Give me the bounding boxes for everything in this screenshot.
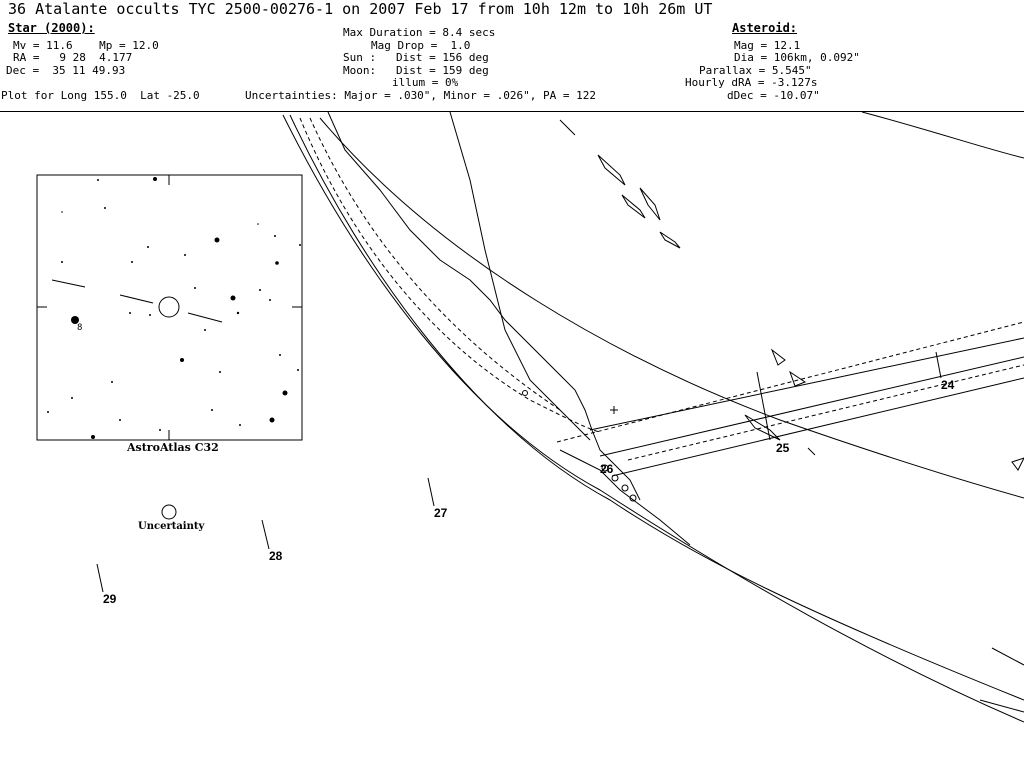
island — [744, 414, 781, 441]
island — [639, 187, 661, 221]
time-label-25: 25 — [776, 441, 790, 455]
asteroid-diameter: Dia = 106km, 0.092" — [734, 51, 860, 64]
island — [597, 154, 626, 186]
dashed-curve-2 — [309, 117, 561, 411]
uncertainties: Uncertainties: Major = .030", Minor = .0… — [245, 89, 596, 102]
island — [1011, 457, 1024, 471]
island — [770, 348, 786, 366]
dashed-curve-1 — [299, 117, 601, 433]
island — [979, 699, 1024, 713]
terminator-curve — [319, 117, 1024, 499]
star-ra: RA = 9 28 4.177 — [13, 51, 133, 64]
asteroid-mag: Mag = 12.1 — [734, 39, 801, 52]
max-duration: Max Duration = 8.4 secs — [343, 26, 496, 39]
uncertainty-label: Uncertainty — [138, 521, 205, 532]
header-divider — [0, 111, 1024, 112]
finder-stars — [47, 177, 301, 439]
north-sigma-line — [556, 321, 1024, 443]
earth-limb-inner — [289, 114, 1024, 701]
asteroid-hourly-dra: Hourly dRA = -3.127s — [685, 76, 818, 89]
asteroid-header: Asteroid: — [732, 21, 798, 35]
star-header: Star (2000): — [8, 21, 95, 35]
uncertainty-ellipse — [161, 504, 177, 520]
coastline — [327, 111, 641, 501]
time-label-29: 29 — [103, 592, 117, 606]
mag-drop: Mag Drop = 1.0 — [371, 39, 471, 52]
plot-location: Plot for Long 155.0 Lat -25.0 — [1, 89, 200, 102]
asteroid-parallax: Parallax = 5.545" — [699, 64, 812, 77]
upper-right-curve — [861, 111, 1024, 159]
star-dec: Dec = 35 11 49.93 — [6, 64, 126, 77]
island — [807, 447, 816, 456]
coastline-2 — [449, 111, 591, 441]
earth-limb-curve — [282, 114, 1024, 723]
island — [559, 119, 576, 136]
time-label-28: 28 — [269, 549, 283, 563]
central-line — [599, 356, 1024, 457]
northern-limit — [589, 337, 1024, 431]
tick-28 — [261, 519, 270, 550]
south-sigma-line — [627, 364, 1024, 461]
time-label-24: 24 — [941, 378, 955, 392]
tick-27 — [427, 477, 435, 507]
tick-25 — [756, 371, 771, 441]
island — [659, 231, 681, 249]
island — [621, 194, 646, 219]
island — [789, 370, 807, 387]
star-magnitudes: Mv = 11.6 Mp = 12.0 — [13, 39, 159, 52]
page-title: 36 Atalante occults TYC 2500-00276-1 on … — [8, 0, 713, 18]
sun-distance: Sun : Dist = 156 deg — [343, 51, 489, 64]
tick-24 — [935, 351, 942, 379]
tick-29 — [96, 563, 104, 593]
time-label-26: 26 — [600, 462, 614, 476]
moon-illumination: illum = 0% — [392, 76, 459, 89]
finder-star-label: 8 — [77, 323, 82, 333]
time-label-27: 27 — [434, 506, 448, 520]
finder-caption: AstroAtlas C32 — [127, 441, 219, 454]
asteroid-ddec: dDec = -10.07" — [727, 89, 820, 102]
southern-limit — [611, 377, 1024, 477]
island — [991, 647, 1024, 666]
finder-chart: 8 — [36, 174, 303, 441]
coastline-west — [559, 449, 691, 546]
moon-distance: Moon: Dist = 159 deg — [343, 64, 489, 77]
